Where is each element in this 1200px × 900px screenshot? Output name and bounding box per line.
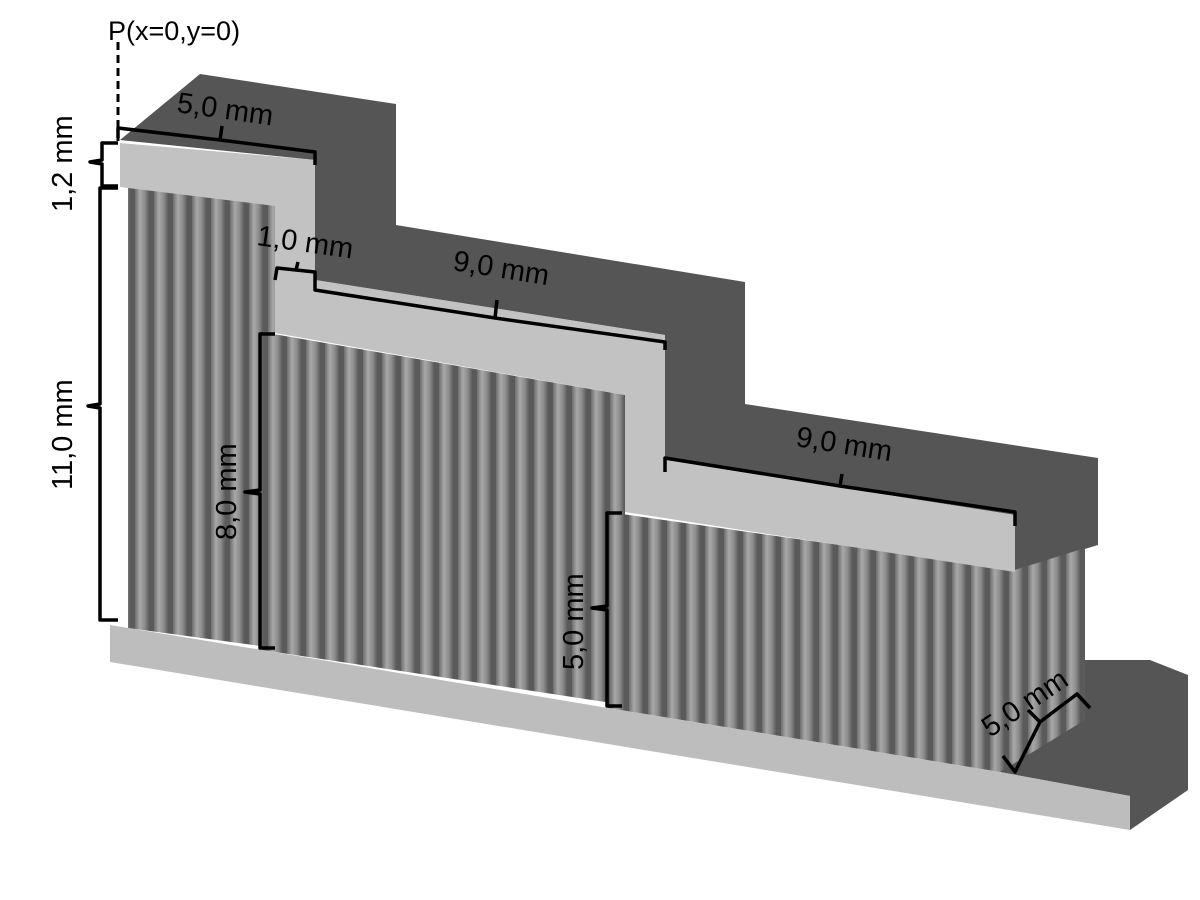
pin-array-low <box>608 512 1085 772</box>
bracket-depth <box>1001 692 1092 774</box>
base-plate-front <box>110 625 1130 830</box>
bracket-mid-height <box>243 332 275 650</box>
label-mid-height: 8,0 mm <box>211 443 243 540</box>
back-dark-surface <box>120 74 1098 570</box>
pin-array-mid <box>262 332 625 705</box>
bracket-top-thickness <box>88 141 118 188</box>
bracket-low-height <box>590 511 622 708</box>
base-top-dark <box>1000 660 1188 830</box>
label-low-height: 5,0 mm <box>558 573 590 670</box>
bracket-step-offset <box>273 261 317 282</box>
label-tall-height: 11,0 mm <box>47 379 79 490</box>
bracket-top-width <box>116 125 317 165</box>
stepped-cover-plate <box>120 143 1015 572</box>
bracket-low-width <box>663 456 1017 526</box>
pin-array-tall <box>128 186 275 648</box>
label-top-thickness: 1,2 mm <box>47 115 79 212</box>
bracket-mid-width <box>313 282 667 350</box>
origin-label: P(x=0,y=0) <box>108 16 240 46</box>
bracket-tall-height <box>86 186 118 622</box>
